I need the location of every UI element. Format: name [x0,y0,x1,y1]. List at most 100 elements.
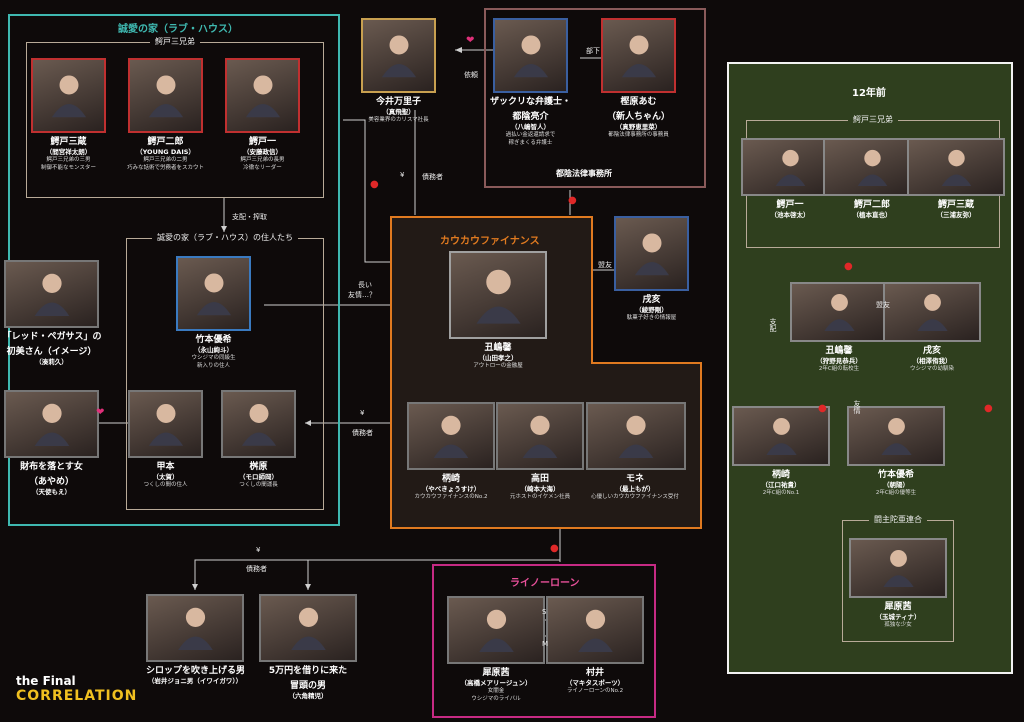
person-d1: つくしの間の住人 [143,482,188,488]
person-emozaki: 柄崎（やべきょうすけ）カウカウファイナンスのNo.2 [402,402,500,502]
person-d2: 新入りの住人 [196,362,230,369]
person-jiro: 鰐戸二郎（YOUNG DAIS）鰐戸三兄弟の二男巧みな話術で労務者をスカウト [117,58,215,172]
portrait-photo [496,402,584,470]
label-yen-imai: ¥ [400,171,405,179]
person-silhouette-icon [244,67,282,124]
person-p-emozaki: 柄崎（江口祐貴）2年C組のNo.1 [732,406,830,498]
residents-frame: 誠愛の家（ラブ・ハウス）の住人たち [126,232,324,510]
person-d2: 冷徹なリーダー [243,164,282,171]
person-name: 鰐戸一 [776,200,804,210]
person-silhouette-icon [815,289,864,335]
person-name: 高田 [530,474,549,484]
person-silhouette-icon [380,27,418,84]
person-actor: （間宮祥太朗） [45,148,92,156]
person-d1: 2年C組の転校生 [818,366,860,372]
person-name: 5万円を借りに来た [268,666,348,676]
person-silhouette-icon [874,545,923,591]
person-p-ichi: 鰐戸一（池本啓太） [741,138,839,220]
person-actor: （最上もが） [615,485,655,493]
person-silhouette-icon [872,413,921,459]
portrait-photo [31,58,106,133]
label-s: S [542,608,547,616]
brothers-label: 鰐戸三兄弟 [150,36,200,47]
person-silhouette-icon [571,604,620,656]
person-d1: 女闇金 [487,688,505,694]
person-kashiwabara: 樫原あむ（新人ちゃん）（真野恵里菜）都陰法律事務所の事務員 [590,18,688,140]
person-actor: （相澤侑我） [912,357,952,365]
person-actor: （安藤政信） [243,148,282,156]
bomb-icon: ● [844,261,853,272]
person-name: 丑嶋馨 [825,346,853,356]
person-d1: 孤独な少女 [884,622,912,628]
logo-line2: CORRELATION [16,688,138,704]
twelve-years-title: 12年前 [852,88,886,99]
person-silhouette-icon [766,145,815,190]
person-silhouette-icon [147,398,185,450]
logo-line1: the Final [16,674,76,688]
portrait-photo [128,390,203,458]
person-d1: ライノーローンのNo.2 [566,688,624,694]
person-d1: 鰐戸三兄弟の三男 [46,157,91,163]
person-name: 鰐戸二郎 [853,200,890,210]
person-actor: （江口祐貴） [761,481,801,489]
person-actor: （玉城ティナ） [875,613,921,621]
bomb-icon: ● [984,403,993,414]
person-name: 戌亥 [922,346,941,356]
person-silhouette-icon [240,398,278,450]
person-name: シロップを吹き上げる男 [146,666,246,676]
past-brothers-label: 鰐戸三兄弟 [848,114,898,125]
person-d1: つくしの間運長 [239,482,278,488]
portrait-photo [847,406,945,466]
person-name: 犀原茜 [482,668,510,678]
person-name: 今井万里子 [375,97,421,107]
portrait-photo [586,402,686,470]
person-silhouette-icon [28,398,76,450]
person-d1: ウシジマの同級生 [191,355,236,361]
person-silhouette-icon [474,262,523,328]
person-name: 戌亥 [642,295,661,305]
person-actor: （やべきょうすけ） [421,485,481,493]
heart-icon: ❤ [96,407,105,418]
person-d1: カウカウファイナンスのNo.2 [414,494,488,500]
person-d2: ウシジマのライバル [471,695,521,702]
label-meiyu-past: 盟友 [876,301,890,309]
portrait-photo [790,282,888,342]
person-name: 財布を落とす女 [20,462,83,472]
bomb-icon: ● [370,179,379,190]
person-actor: （三浦友弥） [936,211,976,219]
person-actor: （綾野剛） [635,306,668,314]
person-actor: （崎本大海） [520,485,560,493]
person-silhouette-icon [757,413,806,459]
person-sanzo: 鰐戸三蔵（間宮祥太朗）鰐戸三兄弟の三男制御不能なモンスター [20,58,118,172]
residents-label: 誠愛の家（ラブ・ハウス）の住人たち [152,232,298,243]
portrait-photo [546,596,644,664]
portrait-photo [449,251,547,339]
person-silhouette-icon [195,265,233,322]
person-name2: 初美さん（イメージ） [6,347,97,357]
person-d1: ウシジマの幼馴染 [909,366,954,372]
person-name: 柄崎 [771,470,790,480]
person-silhouette-icon [932,145,981,190]
portrait-photo [221,390,296,458]
label-saimusha-imai: 債務者 [422,173,443,181]
portrait-photo [128,58,203,133]
person-name: 樫原あむ [620,97,657,107]
person-actor: （六角精児） [288,692,328,700]
rhino-title: ライノーローン [510,578,580,589]
person-hatsumi: 「レッド・ペガサス」の初美さん（イメージ）（湊莉久） [3,260,102,367]
person-silhouette-icon [171,602,220,654]
person-d1: 心優しいカウカウファイナンス受付 [591,494,679,500]
person-name: モネ [625,474,644,484]
label-yujo-past: 友情 [853,400,861,414]
person-actor: （YOUNG DAIS） [136,148,195,156]
person-murai: 村井（マキタスポーツ）ライノーローンのNo.2 [546,596,644,696]
person-p-saibara: 犀原茜（玉城ティナ）孤独な少女 [849,538,947,630]
person-actor: （狩野見恭兵） [816,357,862,365]
person-d1: 2年C組の優等生 [875,490,917,496]
person-silhouette-icon [284,602,333,654]
person-inui: 戌亥（綾野剛）駄菓子好きの情報屋 [603,216,701,323]
person-name2: 都陰亮介 [512,112,549,122]
portrait-photo [4,390,99,458]
person-name: 鰐戸三蔵 [937,200,974,210]
person-actor: （植本直也） [852,211,892,219]
